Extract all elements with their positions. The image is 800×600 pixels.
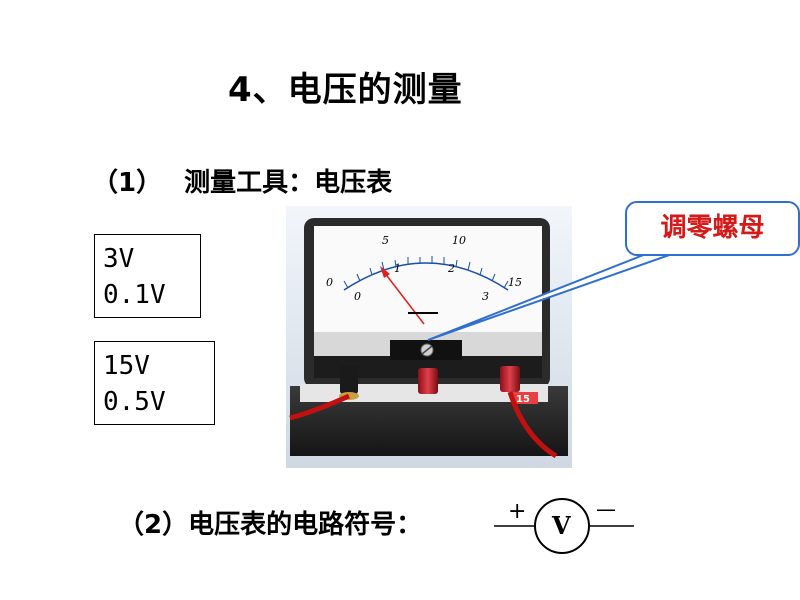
symbol-minus: — xyxy=(596,497,616,521)
page-title: 4、电压的测量 xyxy=(228,70,463,110)
range-3v-box: 3V 0.1V xyxy=(94,234,201,318)
inner-scale-label: 3 xyxy=(482,290,489,303)
outer-scale-label: 5 xyxy=(382,234,389,247)
voltmeter-symbol: V + — xyxy=(494,497,634,554)
terminal-15-label: 15 xyxy=(516,394,530,405)
callout-pointer xyxy=(427,253,673,341)
needle-tip xyxy=(380,266,390,278)
outer-scale-arc xyxy=(343,262,509,291)
needle xyxy=(383,271,425,325)
outer-scale-label: 15 xyxy=(508,276,522,289)
inner-scale-label: 0 xyxy=(354,290,361,303)
symbol-plus: + xyxy=(508,499,526,524)
section-2-heading: （2）电压表的电路符号： xyxy=(118,510,423,540)
range-15v-division: 0.5V xyxy=(103,387,166,417)
range-3v-value: 3V xyxy=(103,244,135,274)
outer-scale-label: 0 xyxy=(326,276,333,289)
inner-scale-label: 1 xyxy=(394,262,401,275)
terminal-3v xyxy=(418,368,438,394)
range-15v-value: 15V xyxy=(103,351,150,381)
inner-scale-label: 2 xyxy=(447,262,455,275)
negative-terminal xyxy=(340,366,358,394)
outer-scale-label: 10 xyxy=(452,234,466,247)
terminal-15v xyxy=(500,366,520,392)
range-3v-division: 0.1V xyxy=(103,280,166,310)
section-1-text: 测量工具：电压表 xyxy=(184,168,393,198)
wire-negative xyxy=(289,393,351,421)
symbol-letter: V xyxy=(551,511,571,540)
wire-positive xyxy=(507,391,558,459)
range-15v-box: 15V 0.5V xyxy=(94,341,215,425)
voltmeter-illustration: 0 5 10 15 0 1 2 3 15 xyxy=(286,206,572,468)
section-1-heading: （1） 测量工具：电压表 xyxy=(92,162,392,199)
section-1-number: （1） xyxy=(92,168,163,198)
zero-adjust-callout: 调零螺母 xyxy=(625,201,800,256)
symbol-circle xyxy=(534,498,590,554)
scale-ticks xyxy=(343,256,509,289)
